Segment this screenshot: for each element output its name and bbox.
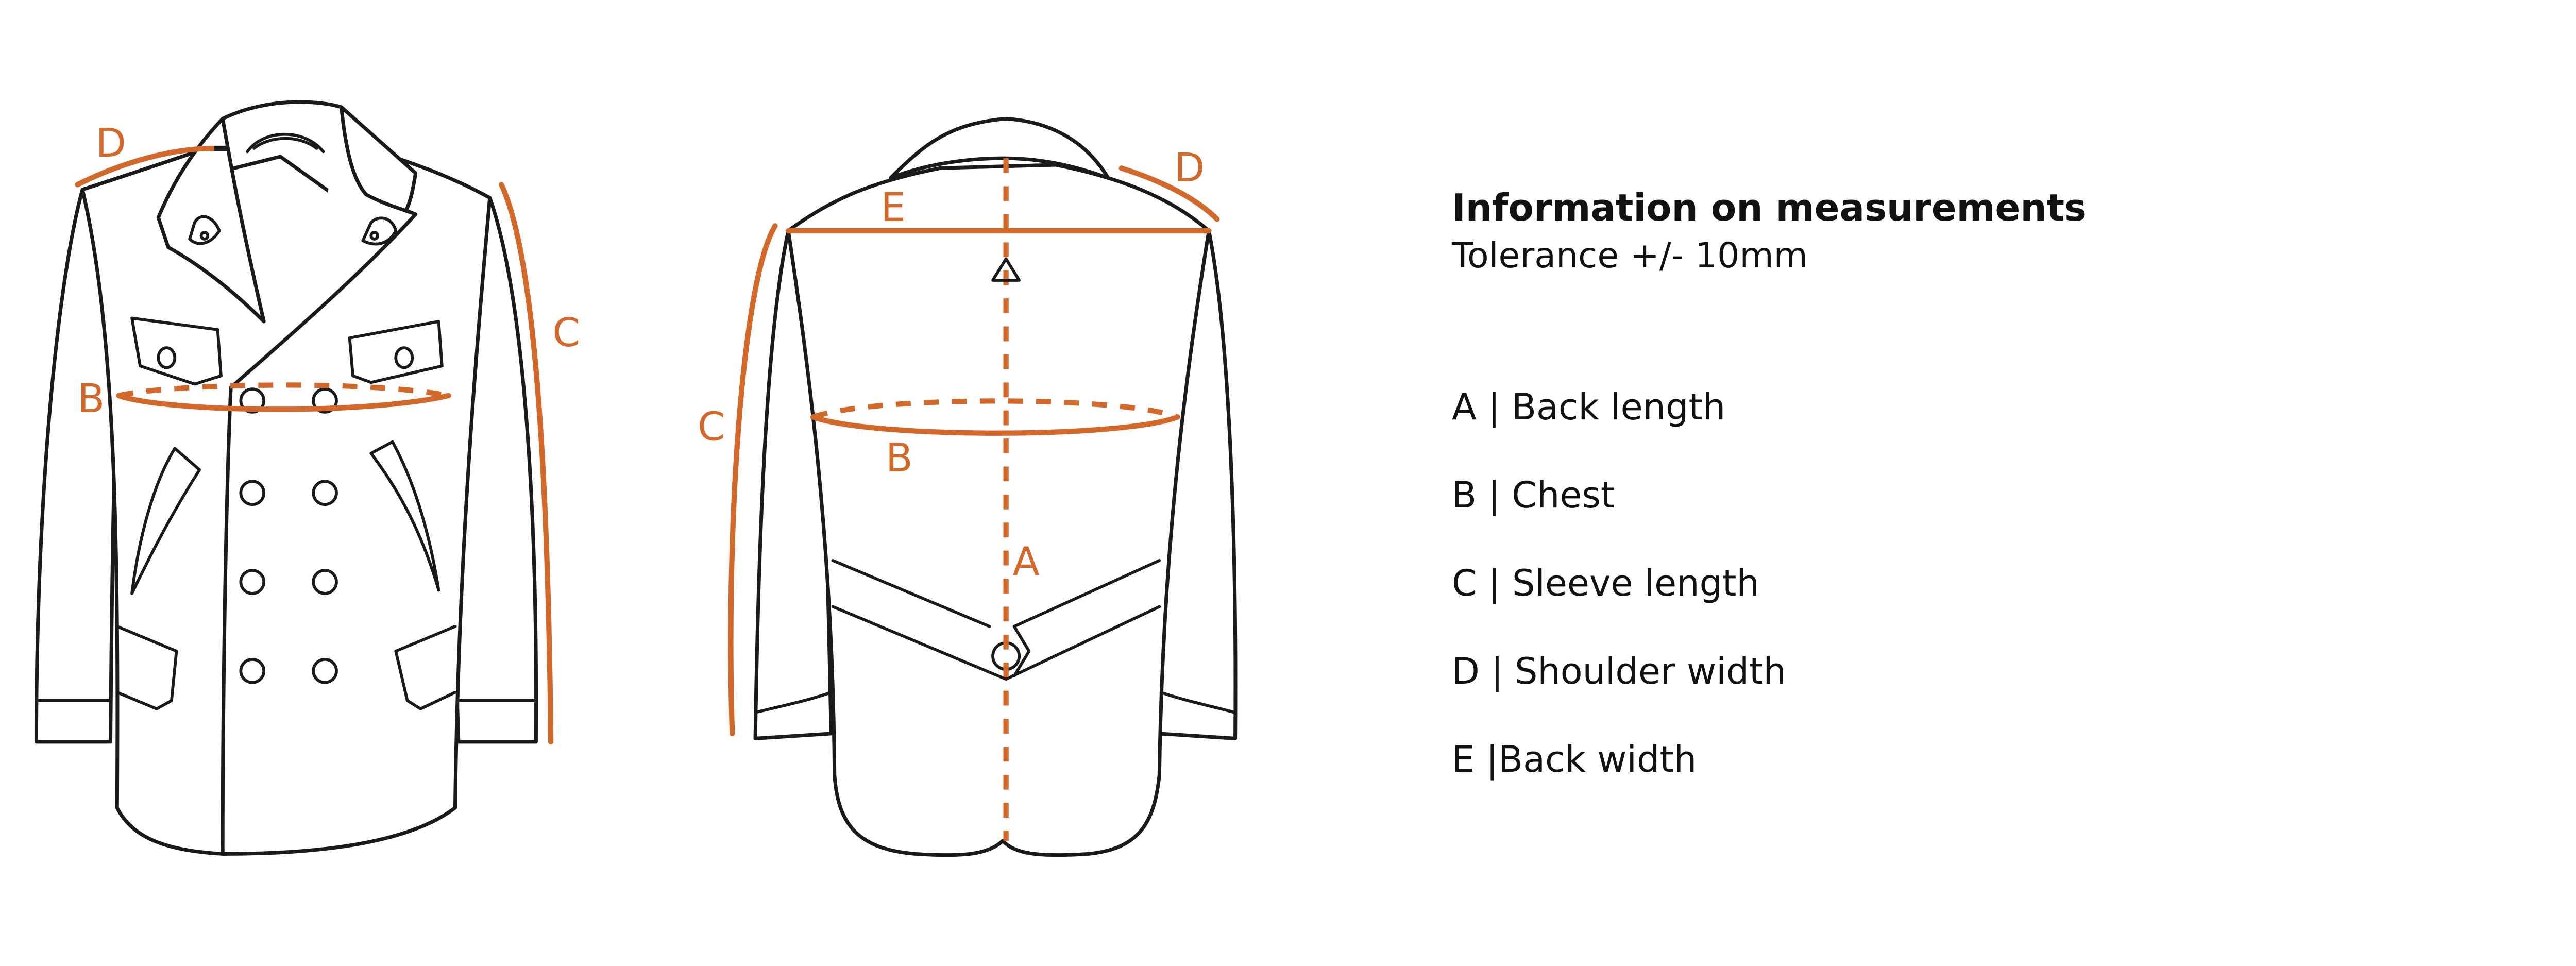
back-label-c: C	[698, 404, 725, 450]
front-coat-illustration	[34, 100, 538, 856]
back-measurements: E D C B A	[698, 145, 1220, 841]
legend-item-a: A | Back length	[1452, 386, 1726, 428]
front-buttons	[239, 387, 338, 684]
measurement-info: Information on measurements Tolerance +/…	[1452, 184, 2087, 279]
back-chest-line	[810, 414, 1180, 436]
front-label-d: D	[96, 121, 126, 166]
front-sleeve-line	[498, 182, 554, 744]
front-label-c: C	[552, 310, 580, 356]
back-label-e: E	[880, 185, 906, 231]
back-coat-illustration	[753, 116, 1238, 857]
back-sleeve-line	[728, 223, 778, 736]
tolerance-note: Tolerance +/- 10mm	[1452, 235, 1808, 276]
front-label-b: B	[77, 376, 105, 422]
back-label-d: D	[1174, 145, 1205, 191]
legend-item-b: B | Chest	[1452, 474, 1615, 516]
front-chest-line	[116, 393, 451, 412]
back-label-a: A	[1012, 539, 1040, 585]
legend-item-d: D | Shoulder width	[1452, 650, 1786, 692]
back-label-b: B	[886, 435, 913, 481]
front-shoulder-line	[75, 145, 217, 188]
legend-item-e: E |Back width	[1452, 738, 1697, 781]
info-title: Information on measurements	[1452, 186, 2087, 229]
front-measurements: D B C	[75, 121, 580, 744]
legend-item-c: C | Sleeve length	[1452, 562, 1759, 604]
measurement-legend: A | Back length B | Chest C | Sleeve len…	[1452, 384, 1786, 824]
back-shoulder-line	[1118, 165, 1220, 222]
